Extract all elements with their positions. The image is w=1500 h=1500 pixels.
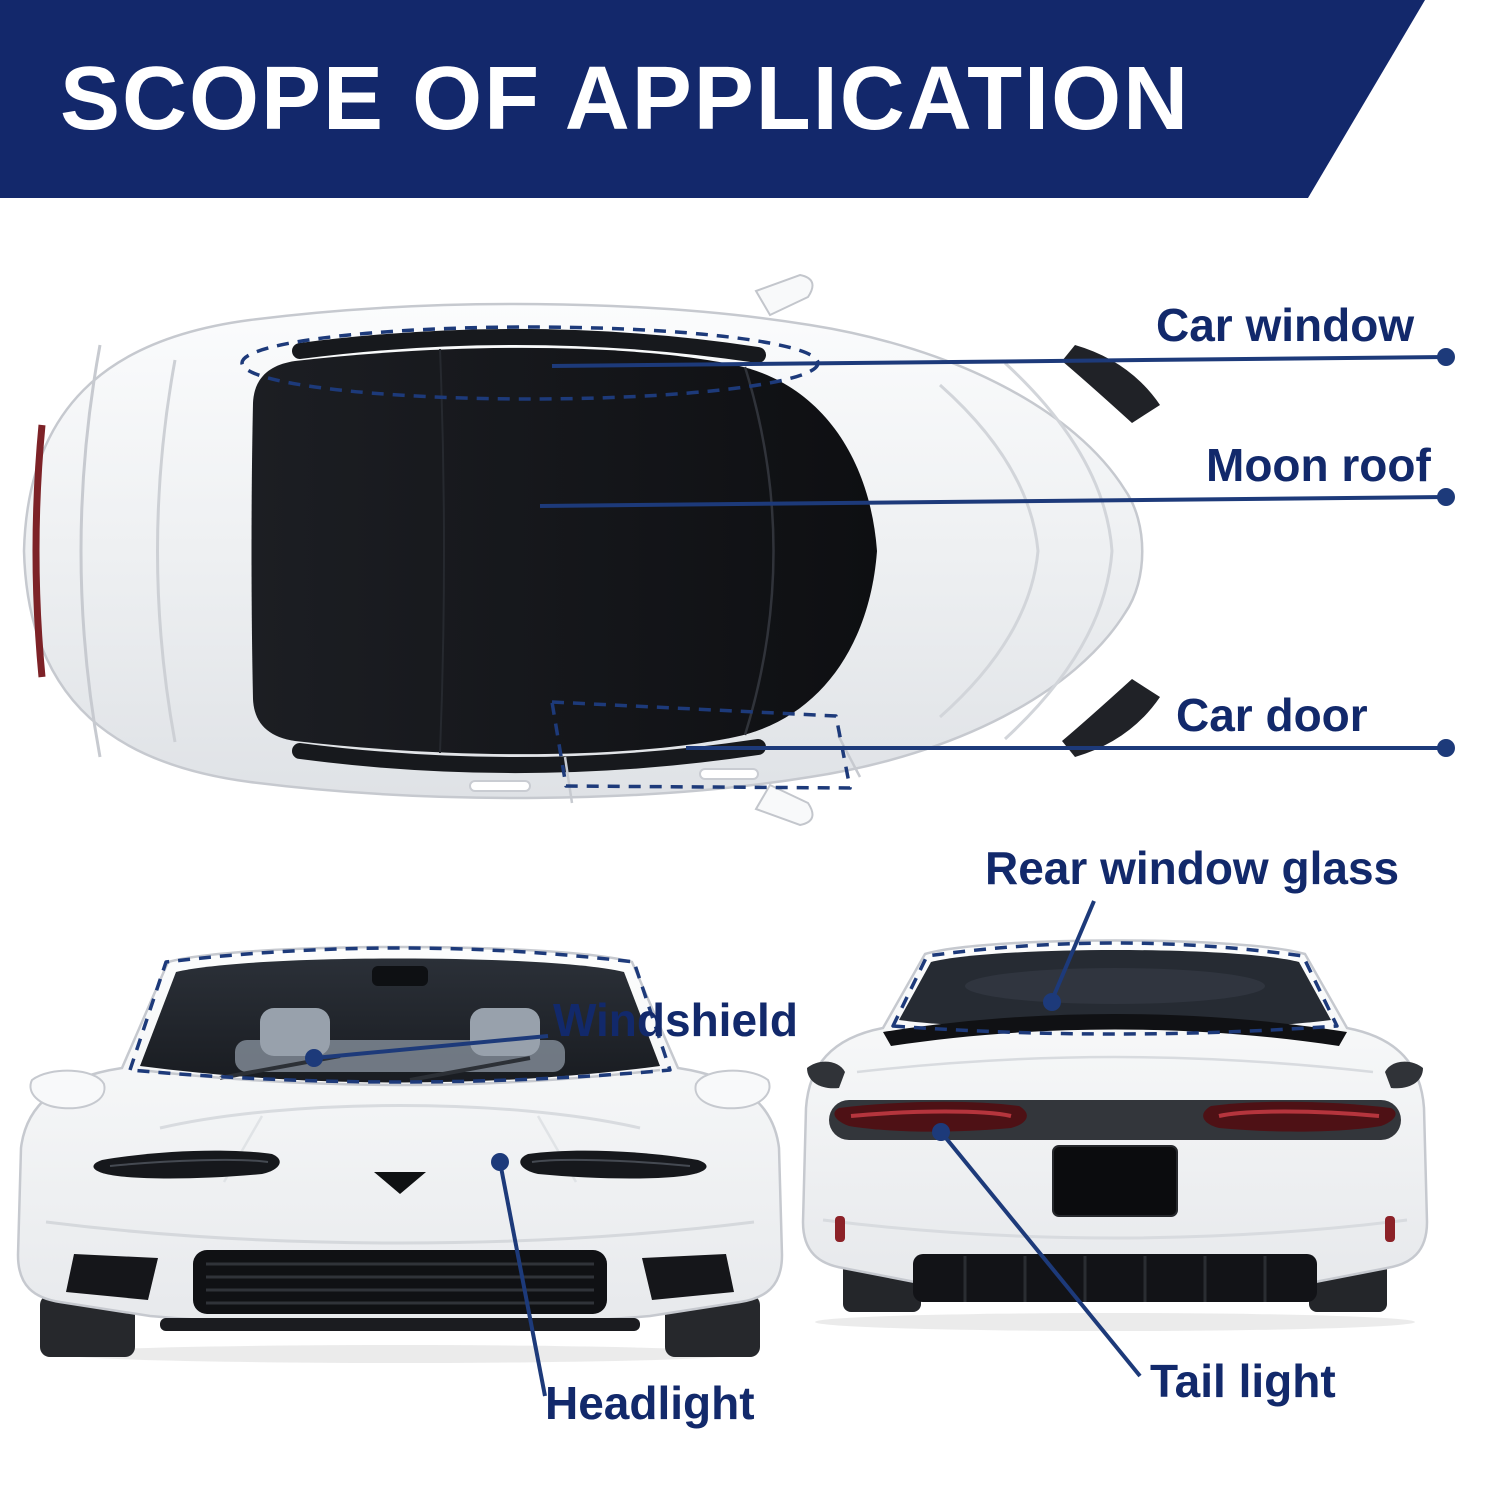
front-view-splitter: [160, 1318, 640, 1331]
front-view-grille-slats: [206, 1262, 594, 1305]
callout-label-headlight: Headlight: [545, 1377, 755, 1429]
title-banner: SCOPE OF APPLICATION: [0, 0, 1425, 198]
callout-label-car-door: Car door: [1176, 689, 1368, 741]
rear-view-tail-light-right: [1203, 1101, 1396, 1132]
front-view-bumper-crease: [45, 1220, 755, 1245]
rear-view-trunk-seam: [856, 1055, 1374, 1074]
rear-view-tail-light-right-glow: [1218, 1109, 1380, 1118]
top-view-hood-line2: [1003, 361, 1114, 741]
top-view-door-handle: [469, 780, 531, 792]
top-view-headlight-left: [1062, 345, 1160, 423]
callout-label-tail-light: Tail light: [1150, 1355, 1336, 1407]
callout-label-car-window: Car window: [1156, 299, 1415, 351]
leader-dot-moon-roof: [1437, 488, 1455, 506]
top-view-spoiler-line: [156, 359, 177, 743]
front-view-vent-left: [66, 1254, 158, 1300]
car-rear-view: [801, 939, 1429, 1331]
top-view-roof-seam2: [439, 348, 445, 754]
rear-view-license-plate: [1052, 1145, 1178, 1217]
car-front-view: [16, 945, 784, 1363]
leader-dot-car-door: [1437, 739, 1455, 757]
rear-view-mirror-left: [807, 1061, 845, 1089]
front-view-mirror-left: [29, 1069, 106, 1110]
front-view-headlight-right-accent: [531, 1158, 691, 1167]
top-view-glass-roof: [251, 347, 877, 755]
front-view-vent-right: [642, 1254, 734, 1300]
callout-label-moon-roof: Moon roof: [1206, 439, 1431, 491]
leader-dot-car-window: [1437, 348, 1455, 366]
callout-label-rear-window-glass: Rear window glass: [985, 842, 1400, 894]
top-view-roof-seam: [743, 366, 775, 736]
front-view-rearview-mirror: [372, 966, 428, 986]
front-view-headlight-right: [520, 1150, 707, 1179]
rear-view-reflector-left: [835, 1216, 845, 1242]
rear-view-diffuser: [913, 1254, 1317, 1302]
front-view-headrest-left: [260, 1008, 330, 1056]
top-view-tail-light: [32, 424, 46, 678]
top-view-trunk-line: [79, 344, 102, 758]
top-view-hood-line: [939, 383, 1040, 719]
front-view-headlight-left-accent: [109, 1158, 269, 1167]
rear-view-mirror-right: [1385, 1061, 1423, 1089]
top-view-headlight-right: [1062, 679, 1160, 757]
car-top-view: [22, 273, 1160, 827]
rear-view-reflector-right: [1385, 1216, 1395, 1242]
front-view-headrest-right: [470, 1008, 540, 1056]
top-view-mirror-lower: [754, 783, 814, 827]
rear-view-window-sheen: [965, 968, 1265, 1004]
front-view-hood-crease: [159, 1104, 641, 1130]
rear-view-shadow: [815, 1313, 1415, 1331]
top-view-door-handle2: [699, 768, 759, 780]
front-view-shadow: [60, 1345, 740, 1363]
rear-view-tail-light-left: [834, 1101, 1027, 1132]
front-view-headlight-left: [93, 1150, 280, 1179]
callout-label-windshield: Windshield: [553, 994, 798, 1046]
front-view-nose-badge: [374, 1172, 426, 1194]
rear-view-tail-light-left-glow: [850, 1109, 1012, 1118]
page-title: SCOPE OF APPLICATION: [60, 48, 1191, 149]
top-view-mirror-upper: [754, 273, 814, 317]
front-view-mirror-right: [694, 1069, 771, 1110]
